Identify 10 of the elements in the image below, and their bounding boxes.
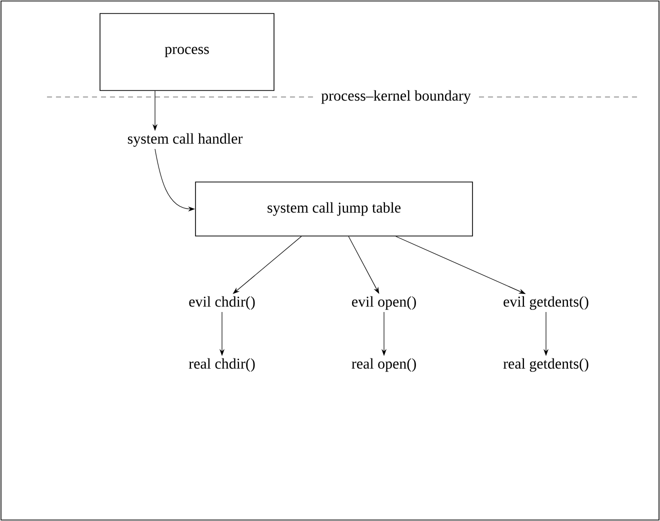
function-text: real chdir() [188, 358, 255, 372]
function-text: real open() [352, 358, 416, 372]
jump-table-box: system call jump table [195, 182, 473, 236]
process-box: process [100, 13, 274, 91]
boundary-label: process–kernel boundary [315, 84, 477, 110]
function-text: evil open() [352, 296, 416, 310]
function-text: evil chdir() [189, 296, 255, 310]
function-text: evil getdents() [504, 296, 588, 310]
function-text: real getdents() [503, 358, 588, 372]
handler-text: system call handler [128, 133, 243, 147]
